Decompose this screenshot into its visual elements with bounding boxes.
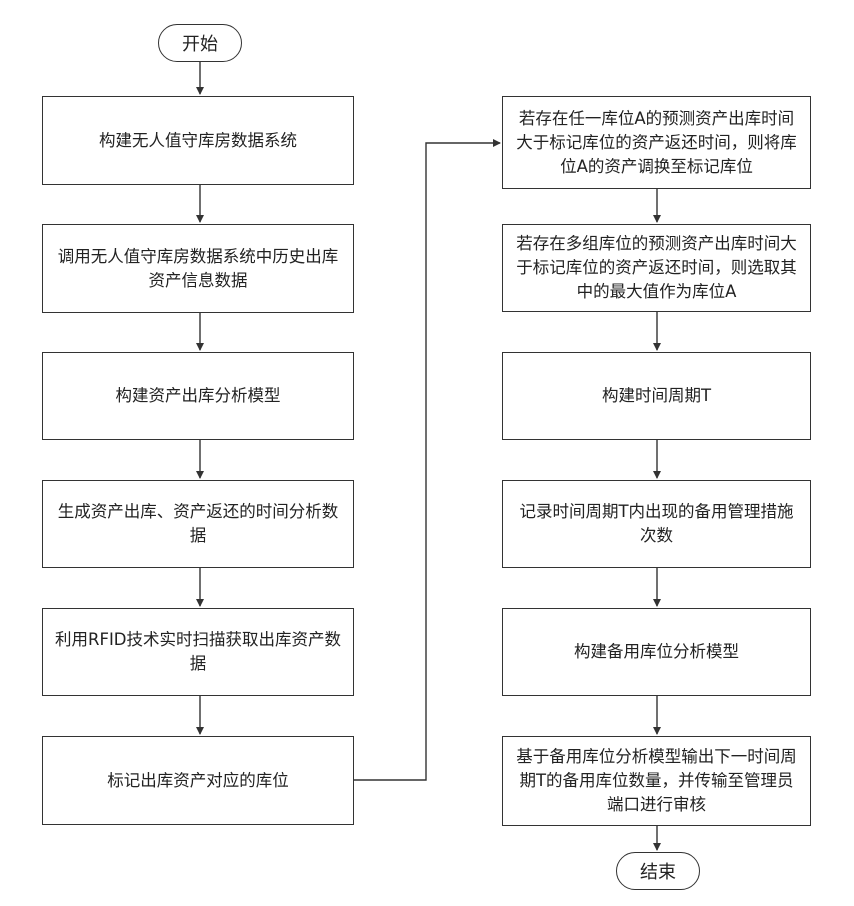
step-generate-time-analysis: 生成资产出库、资产返还的时间分析数据 bbox=[42, 480, 354, 568]
start-label: 开始 bbox=[182, 30, 218, 56]
step-mark-location: 标记出库资产对应的库位 bbox=[42, 736, 354, 825]
step-build-backup-model: 构建备用库位分析模型 bbox=[502, 608, 811, 696]
step-build-outbound-model: 构建资产出库分析模型 bbox=[42, 352, 354, 440]
start-node: 开始 bbox=[158, 24, 242, 62]
step-swap-location-a: 若存在任一库位A的预测资产出库时间大于标记库位的资产返还时间，则将库位A的资产调… bbox=[502, 96, 811, 189]
end-label: 结束 bbox=[640, 858, 676, 884]
step-record-measures: 记录时间周期T内出现的备用管理措施次数 bbox=[502, 480, 811, 568]
step-build-period-t: 构建时间周期T bbox=[502, 352, 811, 440]
end-node: 结束 bbox=[616, 852, 700, 890]
step-fetch-history-data: 调用无人值守库房数据系统中历史出库资产信息数据 bbox=[42, 224, 354, 313]
arrow-left-to-right-column bbox=[353, 143, 500, 780]
step-output-backup-count: 基于备用库位分析模型输出下一时间周期T的备用库位数量，并传输至管理员端口进行审核 bbox=[502, 736, 811, 826]
step-build-data-system: 构建无人值守库房数据系统 bbox=[42, 96, 354, 185]
step-rfid-scan: 利用RFID技术实时扫描获取出库资产数据 bbox=[42, 608, 354, 696]
step-select-max-location: 若存在多组库位的预测资产出库时间大于标记库位的资产返还时间，则选取其中的最大值作… bbox=[502, 224, 811, 312]
